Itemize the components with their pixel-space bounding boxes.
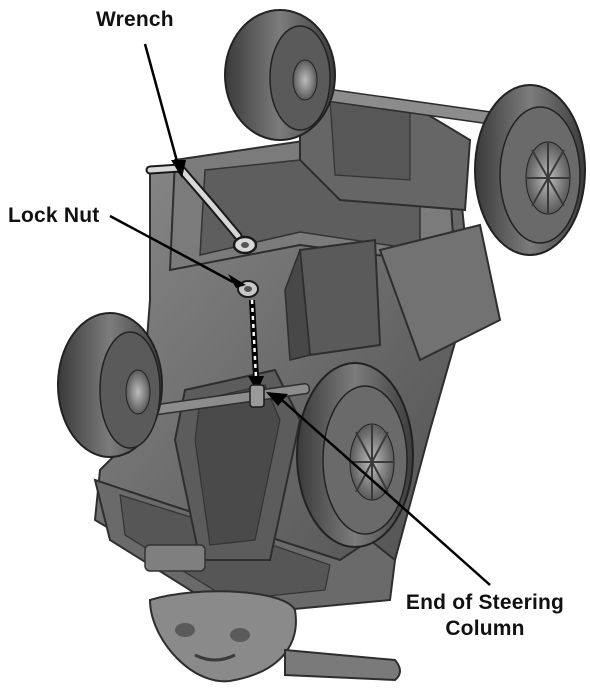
lock-nut-label: Lock Nut bbox=[8, 204, 100, 227]
front-character-head bbox=[148, 590, 401, 683]
front-right-wheel bbox=[296, 362, 414, 548]
installation-path-arrow bbox=[248, 299, 264, 392]
steering-column-label-line1: End of Steering bbox=[405, 591, 565, 614]
steering-column-end bbox=[249, 384, 265, 408]
lock-nut-leader-line bbox=[109, 214, 234, 284]
steering-column-label: End of Steering Column bbox=[380, 590, 590, 642]
steering-leader-line bbox=[281, 399, 491, 586]
lock-nut-leader-arrowhead bbox=[228, 274, 246, 288]
chassis bbox=[93, 85, 510, 617]
rear-left-wheel bbox=[224, 9, 336, 141]
steering-leader-arrowhead bbox=[266, 392, 288, 406]
rear-right-wheel bbox=[474, 84, 586, 256]
front-left-wheel bbox=[57, 312, 163, 458]
leader-lines bbox=[109, 43, 491, 586]
steering-column-label-line2: Column bbox=[445, 617, 525, 640]
wrench-illustration bbox=[145, 163, 258, 255]
wrench-label: Wrench bbox=[96, 8, 174, 31]
wrench-leader-line bbox=[143, 43, 180, 166]
wrench-leader-arrowhead bbox=[171, 160, 186, 178]
